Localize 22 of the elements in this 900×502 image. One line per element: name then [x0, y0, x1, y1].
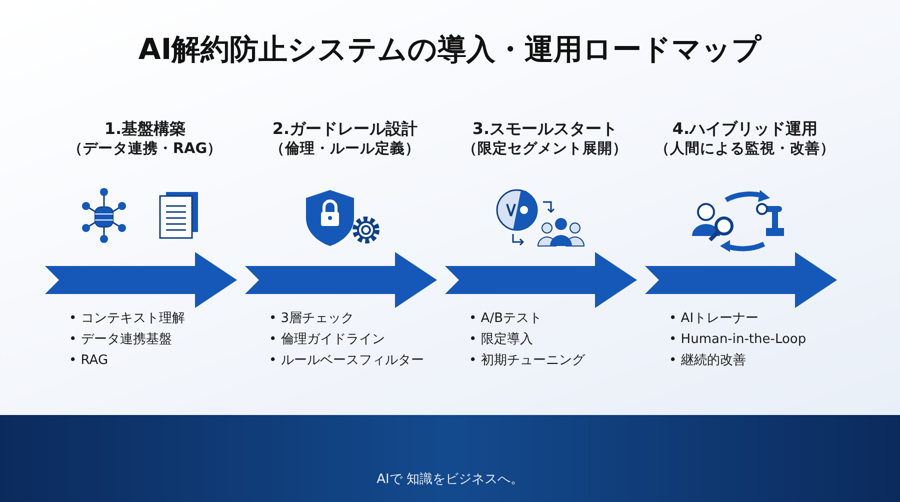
bullet-item: • Human-in-the-Loop: [669, 331, 806, 349]
bullet-item: • 継続的改善: [669, 352, 747, 370]
phase-subtitle: （人間による監視・改善）: [654, 140, 836, 159]
bullet-item: • 初期チューニング: [469, 352, 585, 370]
phase-subtitle: （データ連携・RAG）: [66, 140, 224, 159]
tagline: AIで 知識をビジネスへ。: [376, 471, 524, 488]
bullet-item: • A/Bテスト: [469, 310, 543, 328]
bullet-item: • 倫理ガイドライン: [269, 331, 386, 349]
phase-subtitle: （倫理・ルール定義）: [269, 140, 421, 159]
bullet-item: • ルールベースフィルター: [269, 352, 424, 370]
bullet-item: • データ連携基盤: [69, 331, 173, 349]
diagram-title: AI解約防止システムの導入・運用ロードマップ: [137, 31, 763, 68]
bullet-item: • AIトレーナー: [669, 310, 760, 328]
bullet-item: • 限定導入: [469, 331, 534, 349]
phase-title: 3.スモールスタート: [471, 118, 619, 140]
bullet-item: • コンテキスト理解: [69, 310, 185, 328]
bullet-item: • 3層チェック: [269, 310, 356, 328]
phase-title: 4.ハイブリッド運用: [671, 118, 819, 140]
phase-subtitle: （限定セグメント展開）: [462, 140, 628, 159]
phase-title: 1.基盤構築: [103, 118, 187, 140]
bullet-item: • RAG: [69, 352, 110, 370]
phase-title: 2.ガードレール設計: [271, 118, 419, 140]
